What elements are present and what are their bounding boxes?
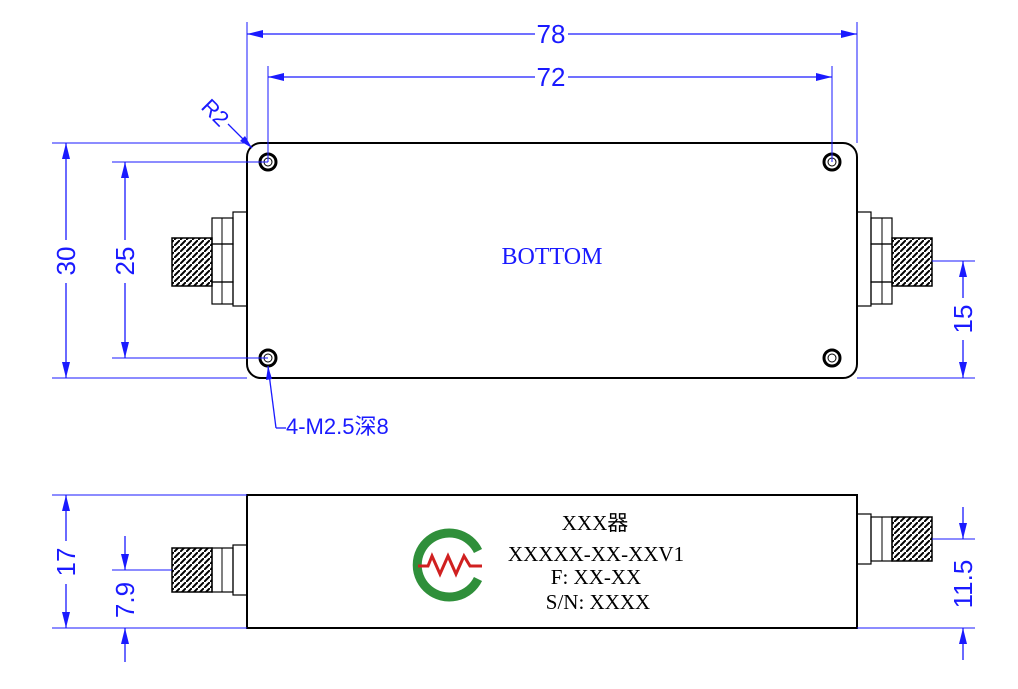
dim-overall-length: 78: [246, 19, 858, 143]
dim-text-17: 17: [51, 548, 81, 577]
side-right-connector: [856, 513, 933, 565]
top-left-connector: [171, 211, 248, 307]
hole-bottom-right: [822, 348, 842, 368]
dim-text-78: 78: [537, 19, 566, 49]
nameplate-line-1: XXX器: [562, 511, 629, 535]
dim-text-11-5: 11.5: [948, 560, 978, 609]
dim-text-30: 30: [51, 247, 81, 276]
dim-text-7-9: 7.9: [110, 582, 140, 618]
top-view-label: BOTTOM: [502, 244, 603, 270]
side-view: XXX器 XXXXX-XX-XXV1 F: XX-XX S/N: XXXX 17…: [51, 494, 978, 662]
dim-thickness: 17: [51, 494, 247, 629]
dim-corner-radius: R2: [197, 94, 253, 149]
dim-hole-spacing-x: 72: [267, 62, 833, 162]
dim-text-25: 25: [110, 247, 140, 276]
top-view: BOTTOM 78 72 R2: [51, 19, 978, 439]
dim-left-connector-height: 7.9: [52, 536, 172, 662]
dim-hole-spacing-y: 25: [110, 161, 268, 359]
hole-callout: 4-M2.5深8: [266, 365, 389, 439]
dim-text-72: 72: [537, 62, 566, 92]
top-right-connector: [856, 211, 933, 307]
nameplate-line-3: F: XX-XX: [551, 565, 641, 589]
hole-callout-text: 4-M2.5深8: [286, 414, 389, 439]
dim-height: 30: [51, 142, 247, 379]
company-logo: [412, 528, 483, 602]
side-left-connector: [171, 544, 248, 596]
nameplate-line-4: S/N: XXXX: [546, 590, 650, 614]
dim-text-15: 15: [948, 305, 978, 334]
dim-connector-offset: 15: [857, 260, 978, 379]
dim-right-connector-height: 11.5: [857, 507, 978, 660]
nameplate-line-2: XXXXX-XX-XXV1: [508, 542, 684, 566]
dim-text-r2: R2: [197, 94, 235, 132]
